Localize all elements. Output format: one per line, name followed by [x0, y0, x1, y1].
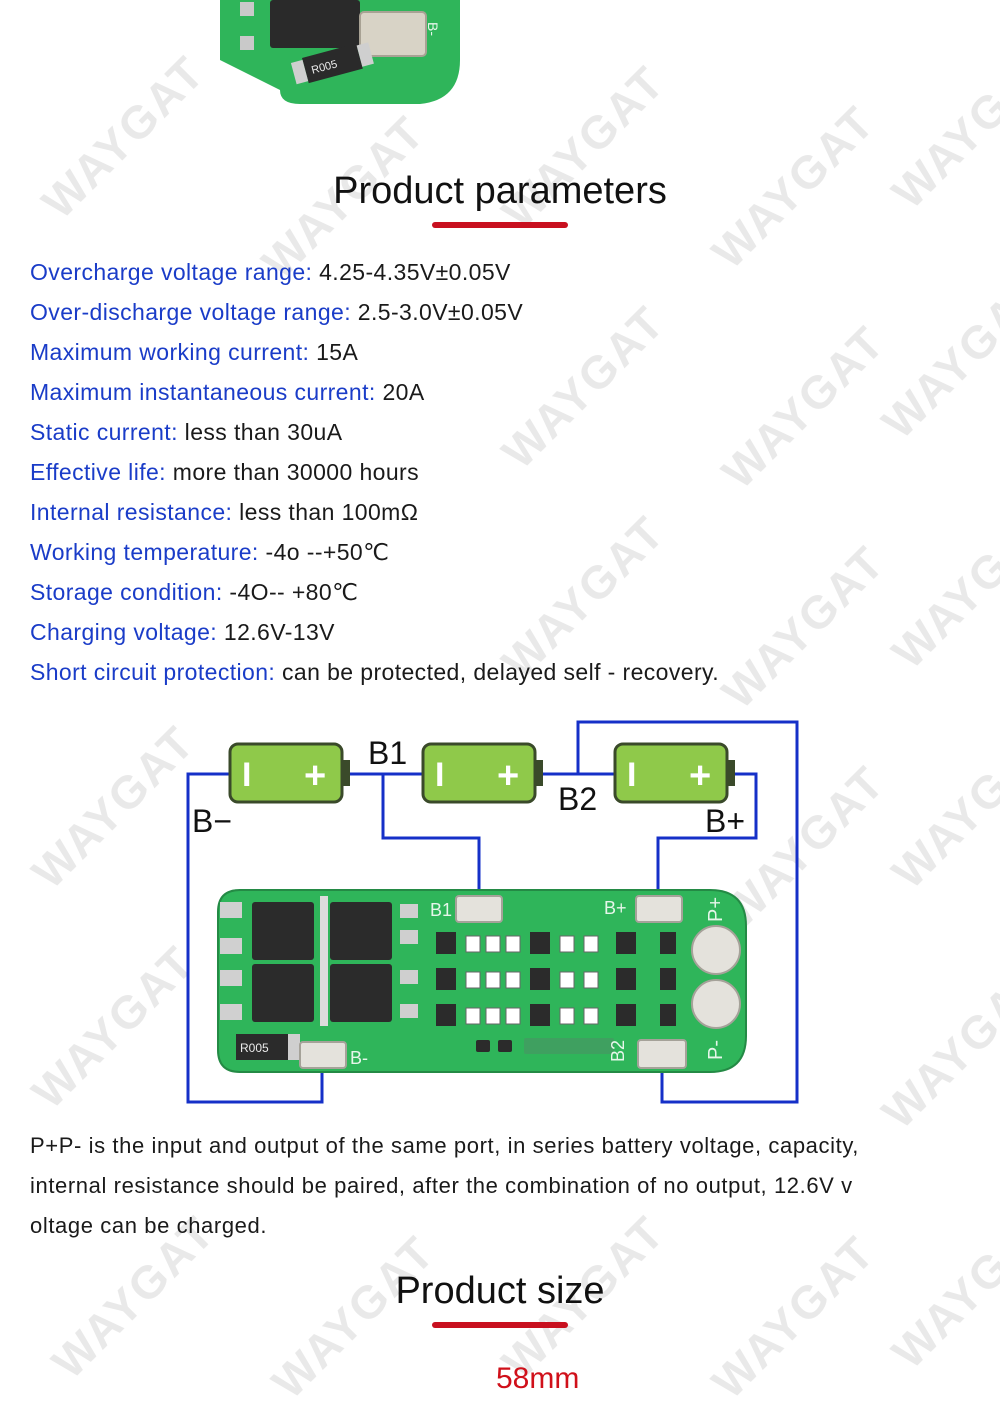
wire-b-minus — [186, 772, 324, 1104]
param-row: Overcharge voltage range: 4.25-4.35V±0.0… — [30, 252, 719, 292]
battery-2: I + — [421, 742, 543, 804]
param-row: Maximum working current: 15A — [30, 332, 719, 372]
param-row: Working temperature: -4o --+50℃ — [30, 532, 719, 572]
b2-label: B2 — [558, 781, 597, 817]
board-b2-label: B2 — [608, 1040, 628, 1062]
param-value: more than 30000 hours — [165, 459, 420, 485]
battery-plus-label: + — [304, 755, 326, 797]
param-row: Internal resistance: less than 100mΩ — [30, 492, 719, 532]
size-title: Product size — [395, 1270, 605, 1312]
watermark: WAYGAT — [261, 1225, 445, 1409]
param-value: 12.6V-13V — [217, 619, 335, 645]
board-b1-label: B1 — [430, 900, 452, 920]
param-label: Overcharge voltage range: — [30, 259, 313, 285]
param-row: Over-discharge voltage range: 2.5-3.0V±0… — [30, 292, 719, 332]
watermark: WAYGAT — [871, 265, 1000, 449]
battery-minus-label: I — [627, 756, 636, 794]
param-row: Maximum instantaneous current: 20A — [30, 372, 719, 412]
b1-label: B1 — [368, 735, 407, 771]
pcb-board: R005 B1 B+ B- B2 P+ — [217, 889, 747, 1073]
param-label: Over-discharge voltage range: — [30, 299, 351, 325]
battery-plus-label: + — [497, 755, 519, 797]
param-value: less than 100mΩ — [232, 499, 419, 525]
title-underline — [432, 222, 568, 228]
param-label: Maximum working current: — [30, 339, 310, 365]
parameters-title: Product parameters — [333, 170, 667, 212]
parameter-list: Overcharge voltage range: 4.25-4.35V±0.0… — [30, 252, 719, 692]
param-label: Charging voltage: — [30, 619, 218, 645]
param-row: Charging voltage: 12.6V-13V — [30, 612, 719, 652]
b-minus-label: B− — [192, 803, 232, 839]
param-row: Static current: less than 30uA — [30, 412, 719, 452]
param-value: 4.25-4.35V±0.05V — [312, 259, 511, 285]
wiring-diagram: I + I + I + B− B1 B2 B+ R00 — [186, 720, 799, 1104]
param-value: 15A — [309, 339, 359, 365]
watermark: WAYGAT — [711, 315, 895, 499]
note-line: P+P- is the input and output of the same… — [30, 1133, 859, 1158]
watermark: WAYGAT — [881, 495, 1000, 679]
battery-plus-label: + — [689, 755, 711, 797]
board-b-minus-label: B- — [425, 22, 441, 36]
battery-minus-label: I — [242, 756, 251, 794]
param-value: -4o --+50℃ — [258, 539, 390, 565]
size-dimension-label: 58mm — [496, 1362, 580, 1395]
param-value: -4O-- +80℃ — [222, 579, 359, 605]
param-value: 20A — [375, 379, 425, 405]
battery-minus-label: I — [435, 756, 444, 794]
param-value: less than 30uA — [177, 419, 343, 445]
param-label: Maximum instantaneous current: — [30, 379, 376, 405]
wire-b-plus — [656, 772, 758, 908]
note-line: internal resistance should be paired, af… — [30, 1173, 853, 1198]
battery-1: I + — [228, 742, 350, 804]
board-p-minus-label: P- — [705, 1040, 727, 1060]
resistor-label: R005 — [240, 1041, 269, 1055]
param-label: Storage condition: — [30, 579, 223, 605]
param-label: Working temperature: — [30, 539, 259, 565]
param-label: Static current: — [30, 419, 178, 445]
board-p-plus-label: P+ — [705, 897, 727, 922]
top-board-image: R005 B- — [220, 0, 460, 104]
watermark: WAYGAT — [701, 1225, 885, 1409]
param-row: Effective life: more than 30000 hours — [30, 452, 719, 492]
watermark: WAYGAT — [711, 535, 895, 719]
board-b-minus-label: B- — [350, 1048, 368, 1068]
wire-b1-drop — [381, 774, 481, 908]
param-label: Internal resistance: — [30, 499, 233, 525]
wire-b2-loop — [576, 720, 799, 1104]
b-plus-label: B+ — [705, 803, 745, 839]
board-b-plus-label: B+ — [604, 898, 627, 918]
param-value: can be protected, delayed self - recover… — [275, 659, 719, 685]
title-underline — [432, 1322, 568, 1328]
param-label: Short circuit protection: — [30, 659, 276, 685]
battery-3: I + — [613, 742, 735, 804]
note-line: oltage can be charged. — [30, 1213, 268, 1238]
port-note: P+P- is the input and output of the same… — [30, 1126, 990, 1246]
param-row: Storage condition: -4O-- +80℃ — [30, 572, 719, 612]
param-row: Short circuit protection: can be protect… — [30, 652, 719, 692]
param-value: 2.5-3.0V±0.05V — [351, 299, 524, 325]
param-label: Effective life: — [30, 459, 166, 485]
